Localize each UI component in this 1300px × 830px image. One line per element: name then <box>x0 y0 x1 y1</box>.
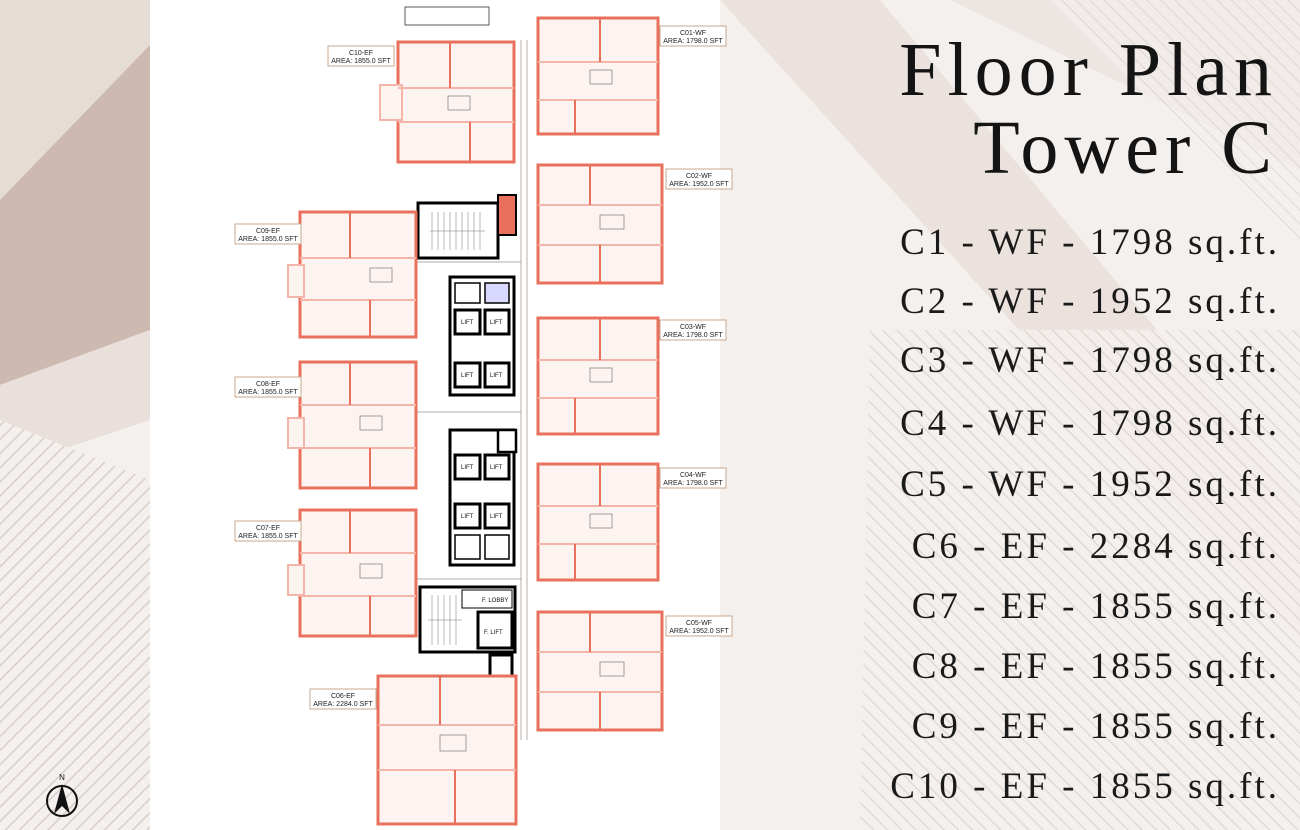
unit-area-item: C9 - EF - 1855 sq.ft. <box>911 706 1280 747</box>
unit-c10-plan <box>379 40 516 164</box>
lift-shaft <box>453 361 482 389</box>
lift-shaft <box>453 453 482 481</box>
lift-label: LIFT <box>490 373 503 379</box>
svg-text:AREA: 1952.0 SFT: AREA: 1952.0 SFT <box>669 181 729 188</box>
lift-label: LIFT <box>490 514 503 520</box>
lift-shaft <box>483 453 511 481</box>
compass-north-letter: N <box>59 773 65 782</box>
page-title-line1: Floor Plan <box>899 28 1278 112</box>
unit-area-item: C8 - EF - 1855 sq.ft. <box>911 646 1280 687</box>
unit-label-c06: C06-EF AREA: 2284.0 SFT <box>309 688 377 710</box>
svg-text:C05-WF: C05-WF <box>686 620 712 627</box>
unit-area-item: C7 - EF - 1855 sq.ft. <box>911 586 1280 627</box>
unit-plans <box>287 16 664 826</box>
svg-text:C09-EF: C09-EF <box>256 228 280 235</box>
lift-label: LIFT <box>461 514 474 520</box>
svg-text:C10-EF: C10-EF <box>349 50 373 57</box>
lift-shaft <box>453 502 482 530</box>
top-label-box <box>404 6 490 26</box>
svg-text:AREA: 2284.0 SFT: AREA: 2284.0 SFT <box>313 701 373 708</box>
unit-label-c08: C08-EF AREA: 1855.0 SFT <box>234 376 302 398</box>
unit-c03-plan <box>536 316 660 436</box>
unit-label-c03: C03-WF AREA: 1798.0 SFT <box>659 319 727 341</box>
unit-label-c09: C09-EF AREA: 1855.0 SFT <box>234 223 302 245</box>
unit-label-c10: C10-EF AREA: 1855.0 SFT <box>327 45 395 67</box>
fire-lobby-label: F. LOBBY <box>482 598 508 604</box>
svg-text:AREA: 1952.0 SFT: AREA: 1952.0 SFT <box>669 628 729 635</box>
lift-shaft <box>453 308 482 336</box>
svg-text:C07-EF: C07-EF <box>256 525 280 532</box>
unit-c01-plan <box>536 16 660 136</box>
lift-shaft <box>483 308 511 336</box>
unit-c07-plan <box>287 508 418 638</box>
svg-text:C03-WF: C03-WF <box>680 324 706 331</box>
svg-text:C04-WF: C04-WF <box>680 472 706 479</box>
lift-label: LIFT <box>490 320 503 326</box>
lift-shaft <box>483 502 511 530</box>
unit-area-item: C3 - WF - 1798 sq.ft. <box>900 340 1280 381</box>
unit-label-c01: C01-WF AREA: 1798.0 SFT <box>659 25 727 47</box>
unit-area-item: C10 - EF - 1855 sq.ft. <box>890 766 1280 807</box>
fire-lift-label: F. LIFT <box>484 630 503 636</box>
unit-c05-plan <box>536 610 664 732</box>
unit-c09-plan <box>287 210 418 339</box>
unit-c02-plan <box>536 163 664 285</box>
lift-label: LIFT <box>461 373 474 379</box>
svg-text:AREA: 1798.0 SFT: AREA: 1798.0 SFT <box>663 38 723 45</box>
unit-area-item: C1 - WF - 1798 sq.ft. <box>900 222 1280 263</box>
unit-labels: C10-EF AREA: 1855.0 SFT C01-WF AREA: 179… <box>234 25 733 710</box>
staircase-lower: F. LOBBY F. LIFT <box>418 585 517 690</box>
svg-text:AREA: 1798.0 SFT: AREA: 1798.0 SFT <box>663 332 723 339</box>
lift-shaft <box>483 361 511 389</box>
unit-area-item: C4 - WF - 1798 sq.ft. <box>900 403 1280 444</box>
unit-label-c02: C02-WF AREA: 1952.0 SFT <box>665 168 733 190</box>
lift-label: LIFT <box>490 465 503 471</box>
unit-c08-plan <box>287 360 418 490</box>
unit-label-c05: C05-WF AREA: 1952.0 SFT <box>665 615 733 637</box>
svg-text:AREA: 1798.0 SFT: AREA: 1798.0 SFT <box>663 480 723 487</box>
lift-core-upper: LIFT LIFT LIFT LIFT <box>448 275 516 397</box>
svg-text:C01-WF: C01-WF <box>680 30 706 37</box>
unit-area-item: C5 - WF - 1952 sq.ft. <box>900 464 1280 505</box>
unit-area-item: C2 - WF - 1952 sq.ft. <box>900 281 1280 322</box>
lift-label: LIFT <box>461 320 474 326</box>
svg-text:C08-EF: C08-EF <box>256 381 280 388</box>
page-title-line2: Tower C <box>973 106 1278 190</box>
lift-core-lower: LIFT LIFT LIFT LIFT <box>448 428 518 567</box>
svg-text:AREA: 1855.0 SFT: AREA: 1855.0 SFT <box>238 389 298 396</box>
unit-c06-plan <box>376 674 518 826</box>
unit-c04-plan <box>536 462 660 582</box>
svg-text:AREA: 1855.0 SFT: AREA: 1855.0 SFT <box>331 58 391 65</box>
floor-plan-drawing: LIFT LIFT LIFT LIFT LIFT LIFT LIFT LIFT <box>234 6 733 826</box>
svg-text:C06-EF: C06-EF <box>331 693 355 700</box>
unit-label-c07: C07-EF AREA: 1855.0 SFT <box>234 520 302 542</box>
svg-text:AREA: 1855.0 SFT: AREA: 1855.0 SFT <box>238 236 298 243</box>
lift-label: LIFT <box>461 465 474 471</box>
svg-text:AREA: 1855.0 SFT: AREA: 1855.0 SFT <box>238 533 298 540</box>
staircase-upper <box>416 194 517 260</box>
unit-label-c04: C04-WF AREA: 1798.0 SFT <box>659 467 727 489</box>
unit-area-item: C6 - EF - 2284 sq.ft. <box>911 526 1280 567</box>
svg-text:C02-WF: C02-WF <box>686 173 712 180</box>
north-compass-icon: N <box>46 773 78 817</box>
